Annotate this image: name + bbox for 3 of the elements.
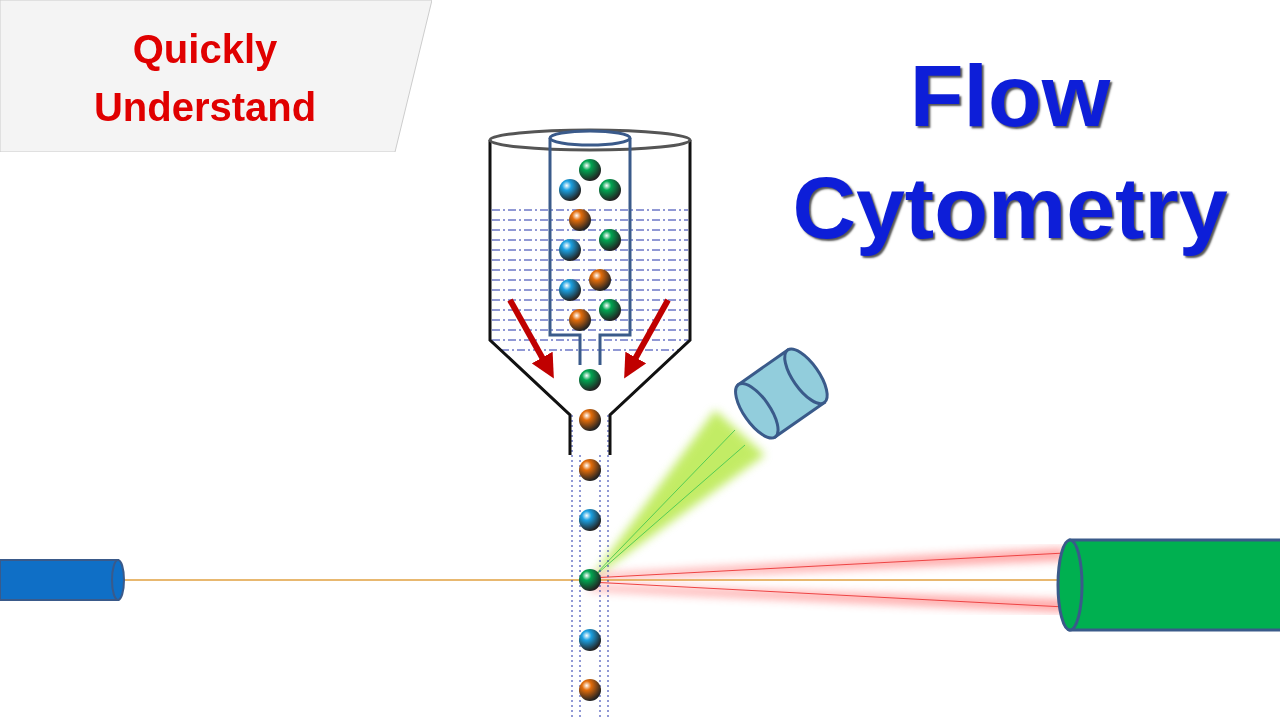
banner-text: Quickly Understand <box>92 26 318 131</box>
title: Flow Cytometry <box>791 45 1229 259</box>
banner-card <box>0 0 432 152</box>
